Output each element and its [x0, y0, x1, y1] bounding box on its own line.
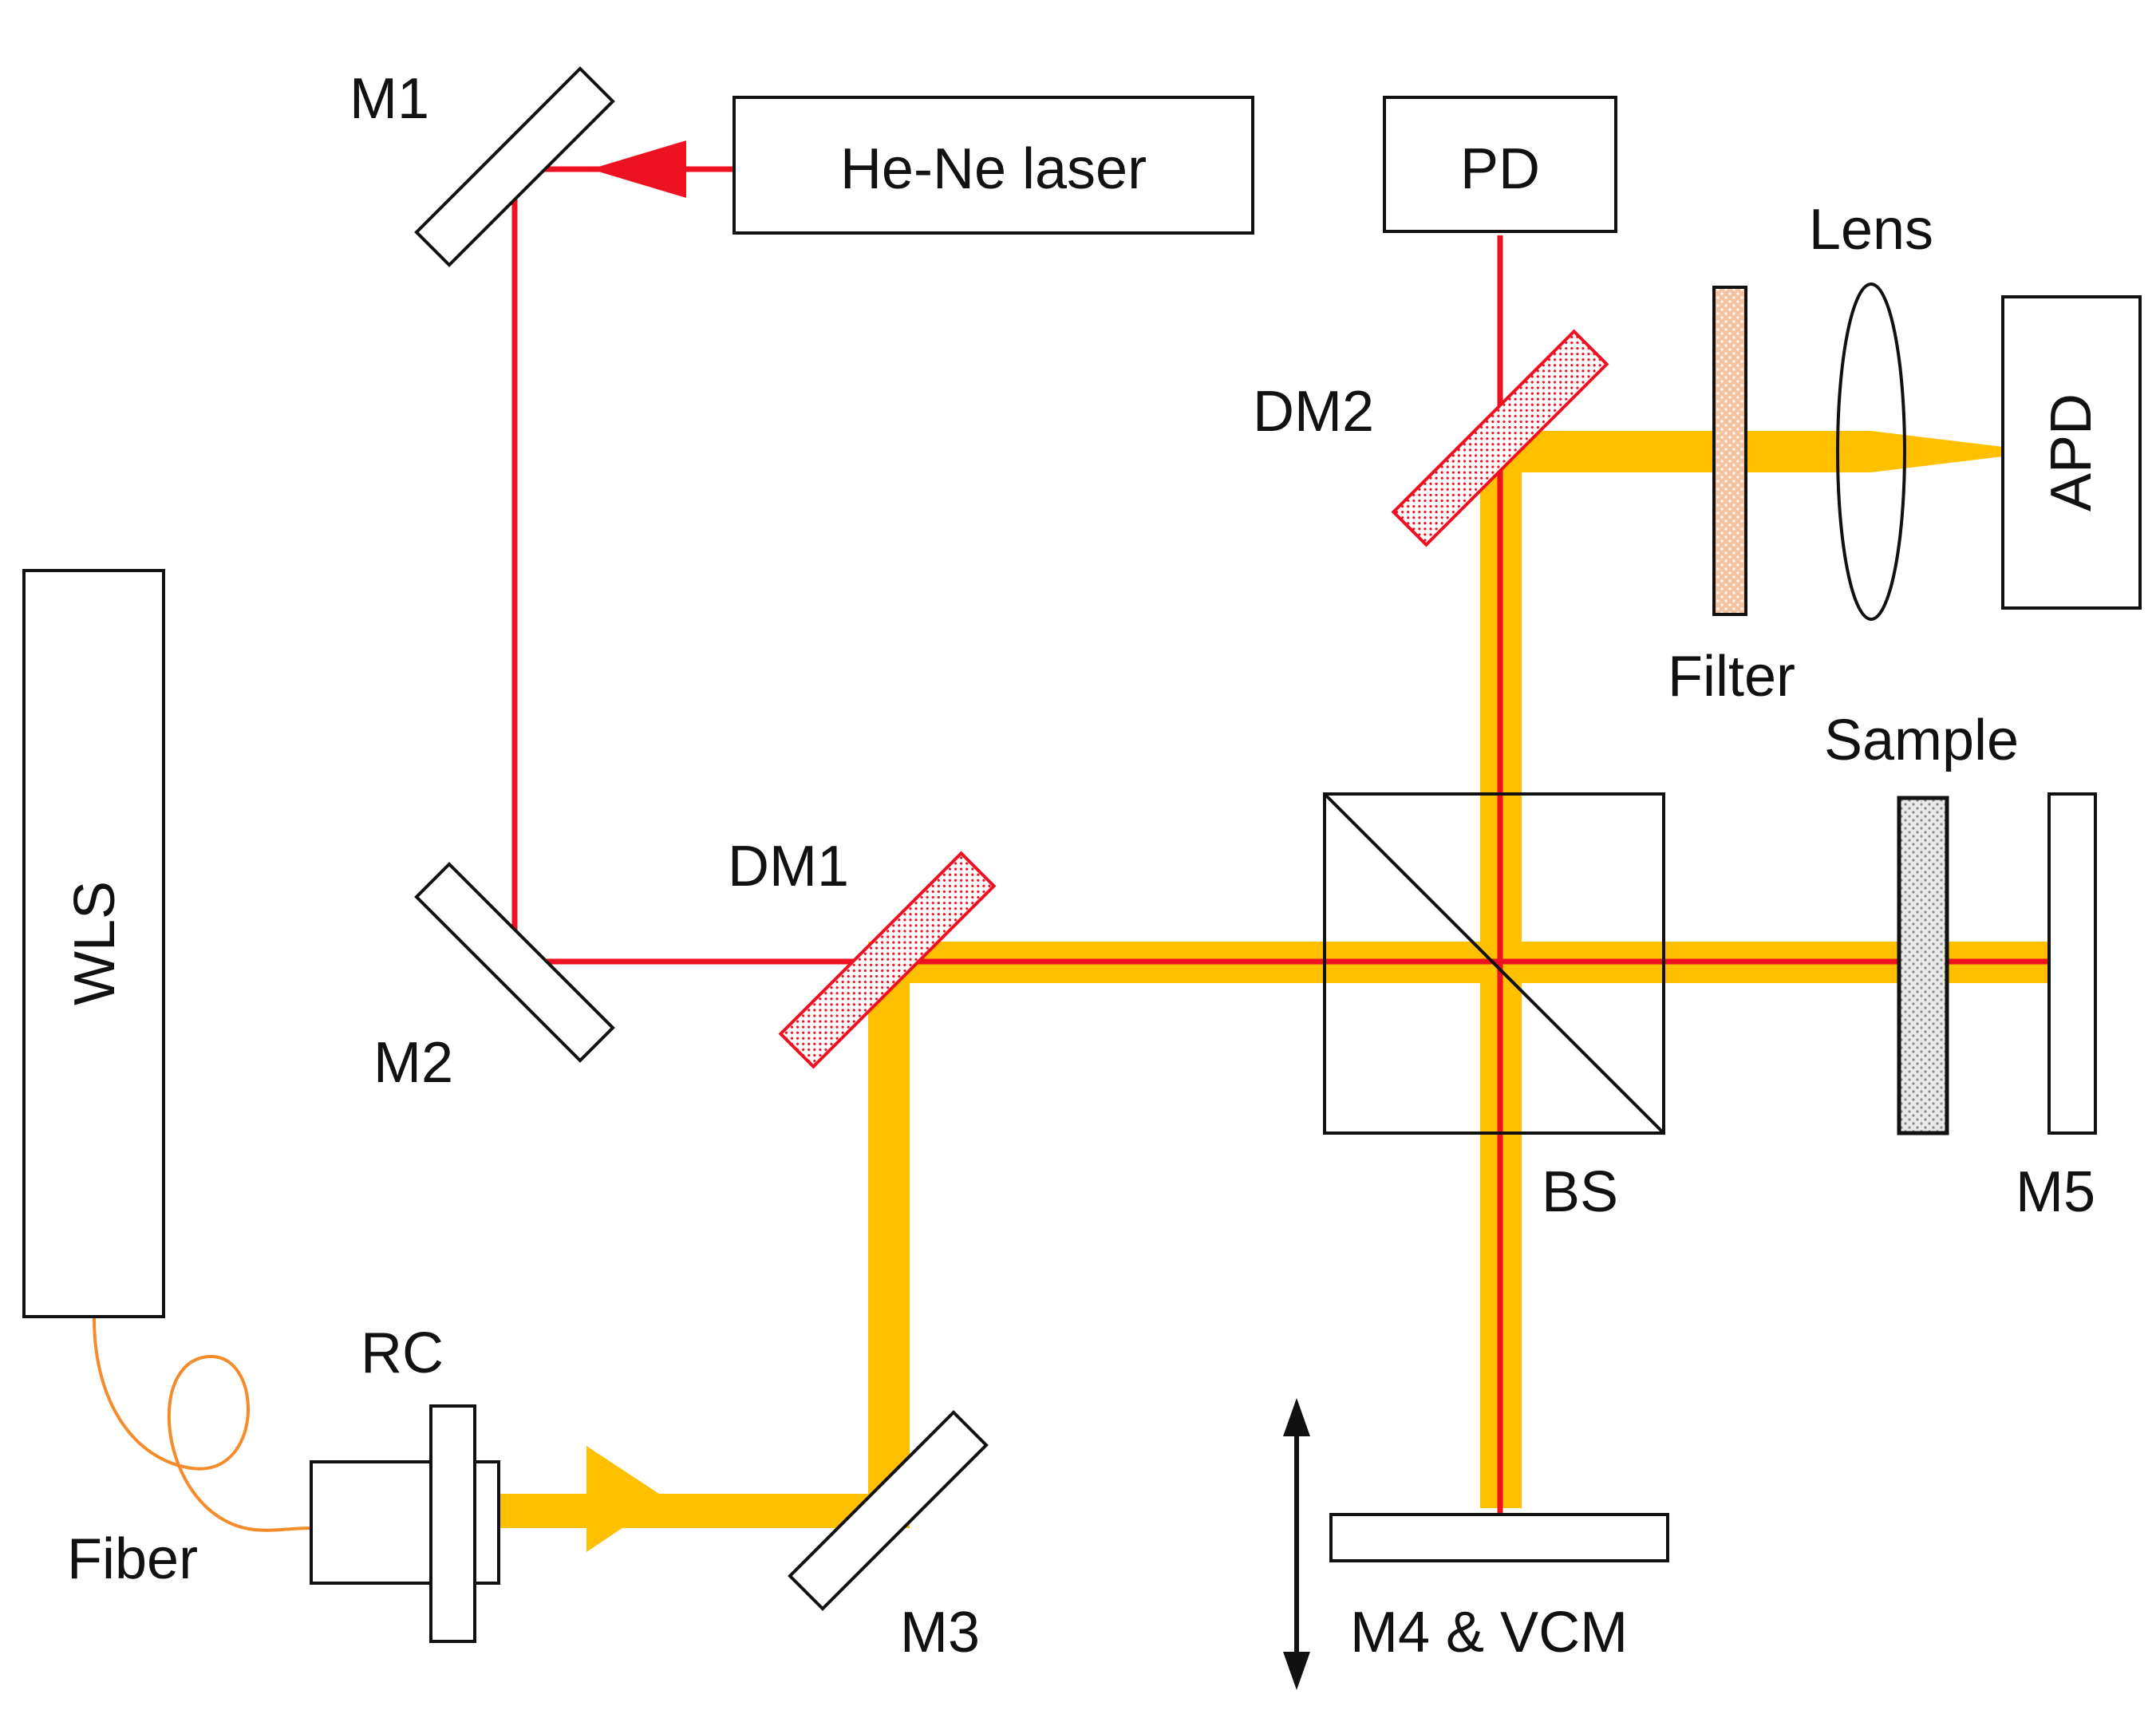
- laser-arrow: [590, 140, 686, 198]
- sample-label: Sample: [1824, 709, 2019, 772]
- filter-element: [1712, 286, 1747, 616]
- lens-label: Lens: [1809, 198, 1933, 262]
- m1-label: M1: [349, 67, 429, 131]
- m3-label: M3: [900, 1601, 980, 1665]
- m4-vcm-label: M4 & VCM: [1350, 1601, 1628, 1665]
- apd-label: APD: [2040, 393, 2103, 511]
- he-ne-laser-label: He-Ne laser: [840, 137, 1147, 201]
- photodiode-box: [1383, 96, 1617, 233]
- he-ne-laser-box: [732, 96, 1254, 235]
- mirror-m5: [2047, 792, 2097, 1135]
- bs-label: BS: [1542, 1160, 1618, 1224]
- reflective-collimator: [310, 1404, 500, 1643]
- mirror-m1: [414, 66, 615, 267]
- m2-label: M2: [373, 1031, 453, 1095]
- mirror-m3: [788, 1410, 989, 1611]
- fiber-label: Fiber: [67, 1527, 198, 1591]
- beam-splitter-cube: [1323, 792, 1665, 1135]
- dichroic-mirror-dm1: [778, 851, 997, 1069]
- vcm-travel-arrow-icon: [1283, 1398, 1310, 1690]
- dichroic-mirror-dm2: [1391, 329, 1609, 547]
- rc-label: RC: [361, 1321, 444, 1385]
- mirror-m4: [1329, 1513, 1669, 1562]
- wls-label: WLS: [63, 881, 127, 1005]
- white-light-beam: [499, 431, 2049, 1552]
- beam-splitter-diagonal: [1323, 792, 1665, 1135]
- apd-box: [2001, 295, 2142, 610]
- dm2-label: DM2: [1253, 380, 1374, 444]
- mirror-m2: [414, 862, 615, 1063]
- filter-label: Filter: [1668, 645, 1795, 709]
- sample-element: [1897, 796, 1949, 1135]
- white-light-source-box: [22, 569, 165, 1318]
- pd-label: PD: [1460, 137, 1540, 201]
- fiber-cable: [93, 1317, 312, 1532]
- dm1-label: DM1: [728, 835, 849, 898]
- lens-element: [1836, 282, 1906, 621]
- m5-label: M5: [2016, 1160, 2095, 1224]
